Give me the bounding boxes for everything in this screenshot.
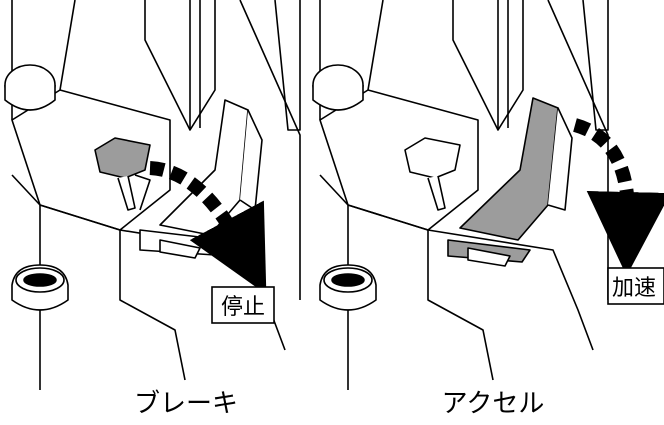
- accelerate-callout-text: 加速: [612, 276, 656, 301]
- right-panel: [312, 0, 664, 390]
- cap-knob: [11, 264, 69, 311]
- lever-column: [452, 0, 524, 131]
- stop-callout: 停止: [211, 286, 275, 324]
- brake-caption: ブレーキ: [134, 389, 238, 419]
- left-panel: [4, 0, 301, 390]
- accelerator-caption: アクセル: [442, 389, 545, 419]
- brake-pedal: [94, 137, 151, 179]
- lever-column: [144, 0, 216, 131]
- stop-callout-text: 停止: [221, 295, 265, 320]
- brake-pedal: [404, 137, 461, 179]
- accelerate-callout: 加速: [607, 267, 664, 305]
- accelerator-arrow: [572, 118, 664, 276]
- brake-arrow: [149, 161, 267, 295]
- accelerator-pedal: [159, 99, 249, 236]
- cap-knob: [319, 264, 377, 311]
